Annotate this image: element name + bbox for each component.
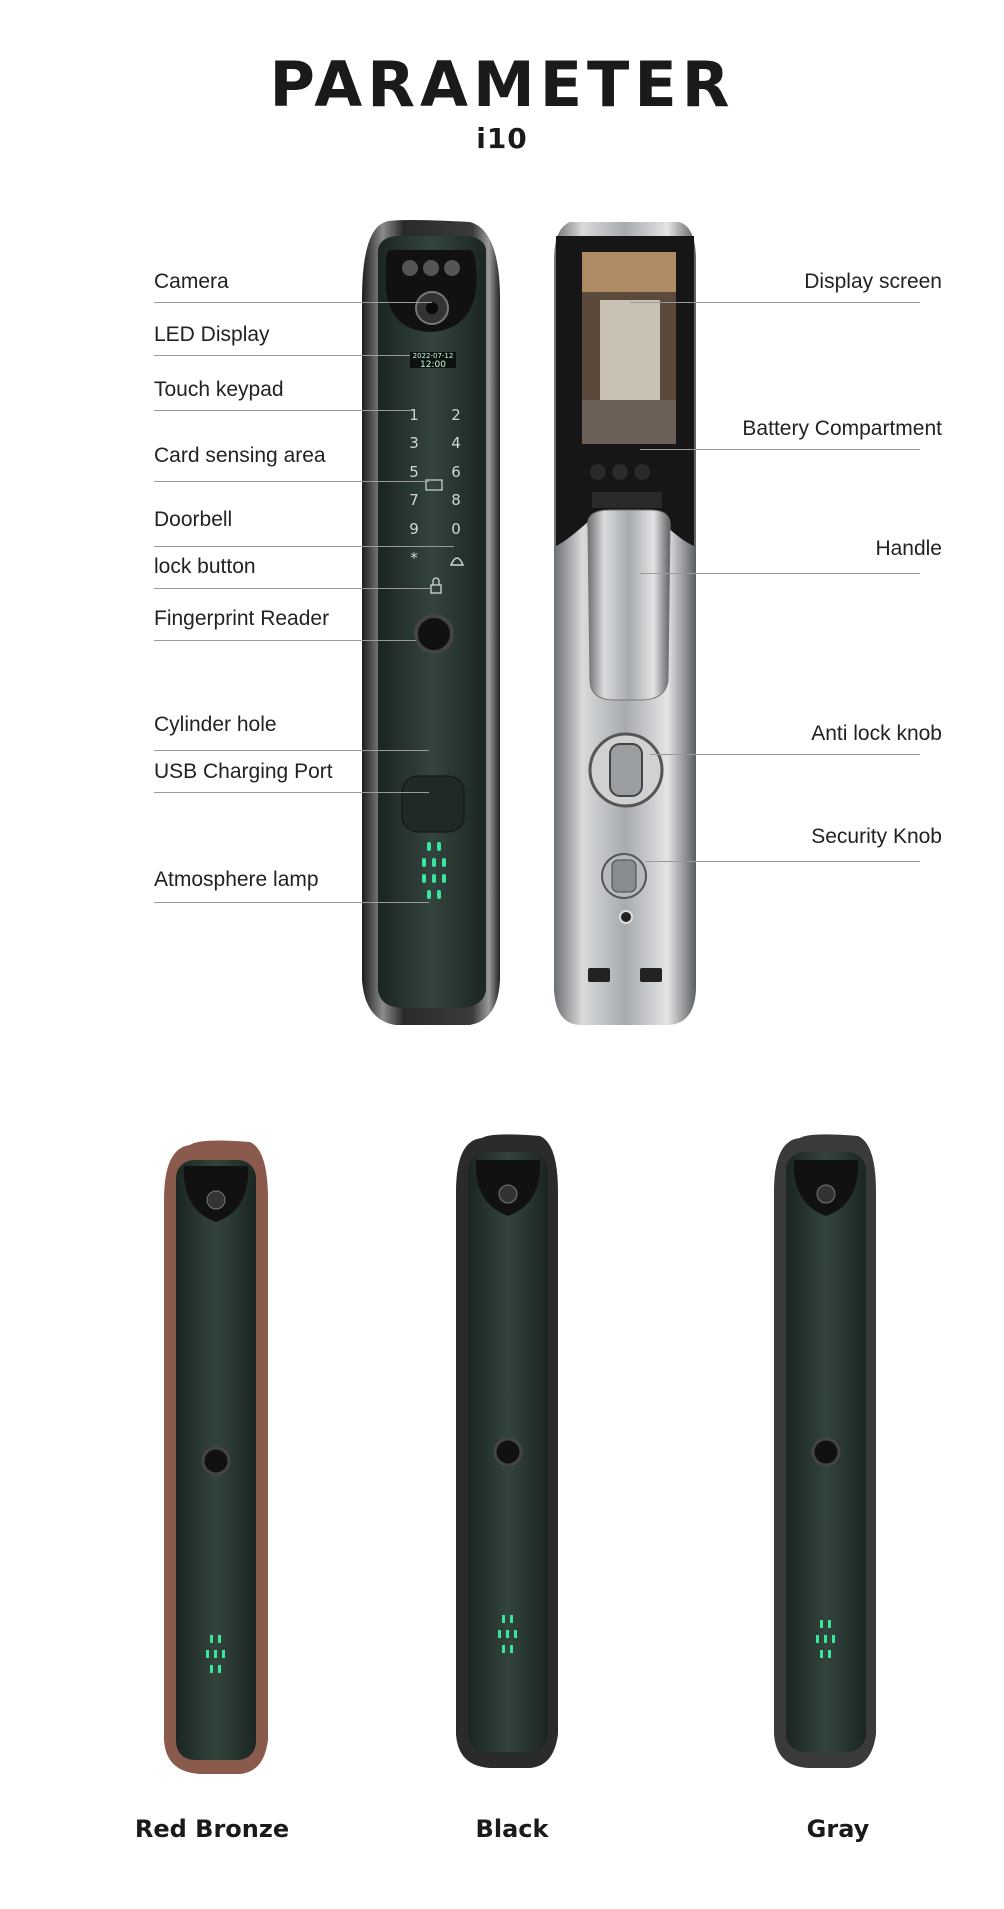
leader-line-cylinder-hole — [154, 750, 429, 751]
page-title: PARAMETER — [269, 48, 735, 121]
key-6: 6 — [451, 463, 461, 481]
key-3: 3 — [409, 434, 419, 452]
key-0: 0 — [451, 520, 461, 538]
leader-line-camera — [154, 302, 432, 303]
lock-variant-gray — [774, 1134, 876, 1768]
key-7: 7 — [409, 491, 419, 509]
leader-line-atmosphere-lamp — [154, 902, 429, 903]
label-lock-button: lock button — [154, 555, 256, 578]
leader-line-card-sensing-area — [154, 481, 429, 482]
key-2: 2 — [451, 406, 461, 424]
key-star: * — [410, 549, 418, 567]
label-camera: Camera — [154, 270, 229, 293]
label-usb-charging-port: USB Charging Port — [154, 760, 333, 783]
leader-line-led-display — [154, 355, 410, 356]
leader-line-lock-button — [154, 588, 430, 589]
led-time: 12:00 — [420, 360, 446, 370]
leader-line-doorbell — [154, 546, 454, 547]
leader-line-security-knob — [645, 861, 920, 862]
model-name: i10 — [476, 122, 528, 155]
key-5: 5 — [409, 463, 419, 481]
leader-line-handle — [640, 573, 920, 574]
label-fingerprint-reader: Fingerprint Reader — [154, 607, 330, 630]
label-handle: Handle — [875, 537, 942, 560]
label-doorbell: Doorbell — [154, 508, 233, 531]
fingerprint-reader — [414, 614, 454, 654]
color-name-black: Black — [475, 1815, 549, 1843]
label-led-display: LED Display — [154, 323, 270, 346]
lock-icon — [430, 584, 442, 594]
color-name-red-bronze: Red Bronze — [134, 1815, 290, 1843]
label-battery-compartment: Battery Compartment — [742, 417, 942, 440]
label-display-screen: Display screen — [804, 270, 942, 293]
leader-line-fingerprint-reader — [154, 640, 416, 641]
key-8: 8 — [451, 491, 461, 509]
leader-line-battery-compartment — [640, 449, 920, 450]
leader-line-usb-charging-port — [154, 792, 429, 793]
leader-line-display-screen — [630, 302, 920, 303]
label-cylinder-hole: Cylinder hole — [154, 713, 277, 736]
label-touch-keypad: Touch keypad — [154, 378, 284, 401]
bell-icon — [449, 557, 465, 566]
leader-line-touch-keypad — [154, 410, 412, 411]
leader-line-anti-lock-knob — [650, 754, 920, 755]
key-1: 1 — [409, 406, 419, 424]
label-security-knob: Security Knob — [811, 825, 942, 848]
color-name-gray: Gray — [806, 1815, 870, 1843]
led-date: 2022-07-12 — [413, 352, 454, 360]
label-atmosphere-lamp: Atmosphere lamp — [154, 868, 319, 891]
key-9: 9 — [409, 520, 419, 538]
label-anti-lock-knob: Anti lock knob — [811, 722, 942, 745]
label-card-sensing-area: Card sensing area — [154, 444, 326, 467]
lock-variant-black — [456, 1134, 558, 1768]
key-4: 4 — [451, 434, 461, 452]
lock-variant-red-bronze — [164, 1140, 268, 1774]
